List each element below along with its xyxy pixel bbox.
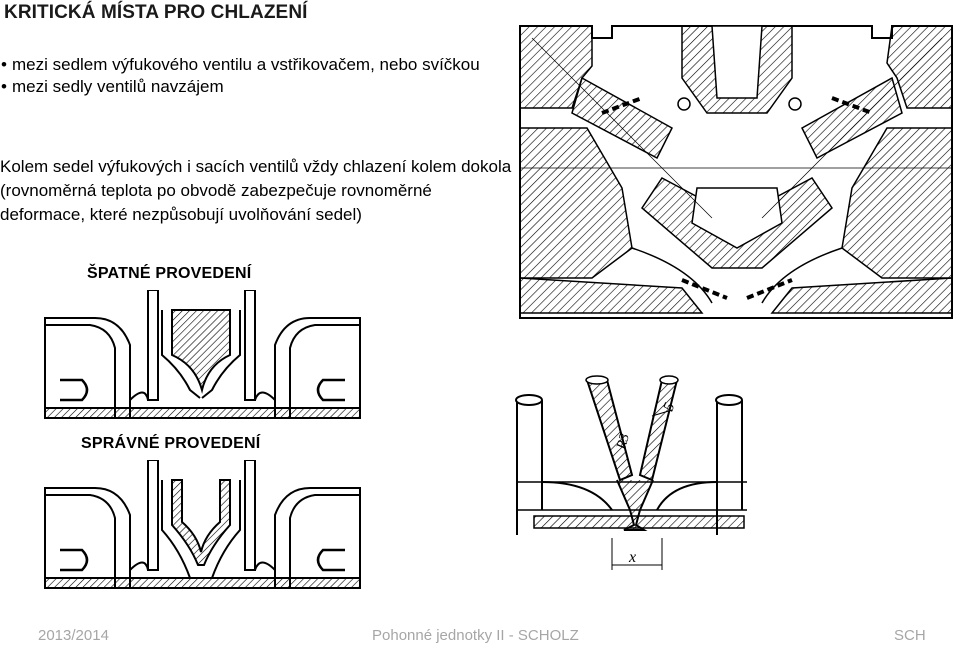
footer-year: 2013/2014: [38, 627, 109, 644]
cylinder-head-section-drawing: [519, 25, 953, 319]
explanation-paragraph: Kolem sedel výfukových i sacích ventilů …: [0, 157, 512, 224]
dimension-x-label: x: [628, 549, 636, 566]
footer-course: Pohonné jednotky II - SCHOLZ: [372, 627, 579, 644]
bad-design-label: ŠPATNÉ PROVEDENÍ: [87, 265, 252, 282]
bullet-item: mezi sedlem výfukového ventilu a vstřiko…: [0, 54, 500, 76]
bullet-list: mezi sedlem výfukového ventilu a vstřiko…: [0, 54, 500, 98]
dimension-r3-label: R3: [614, 432, 633, 452]
seat-bridge-detail-drawing: x 5 R3: [515, 375, 747, 570]
bullet-item: mezi sedly ventilů navzájem: [0, 76, 500, 98]
slide-title: KRITICKÁ MÍSTA PRO CHLAZENÍ: [4, 2, 308, 23]
footer-initials: SCH: [894, 627, 926, 644]
good-design-label: SPRÁVNÉ PROVEDENÍ: [81, 435, 261, 452]
bad-design-drawing: [44, 290, 361, 419]
good-design-drawing: [44, 460, 361, 589]
